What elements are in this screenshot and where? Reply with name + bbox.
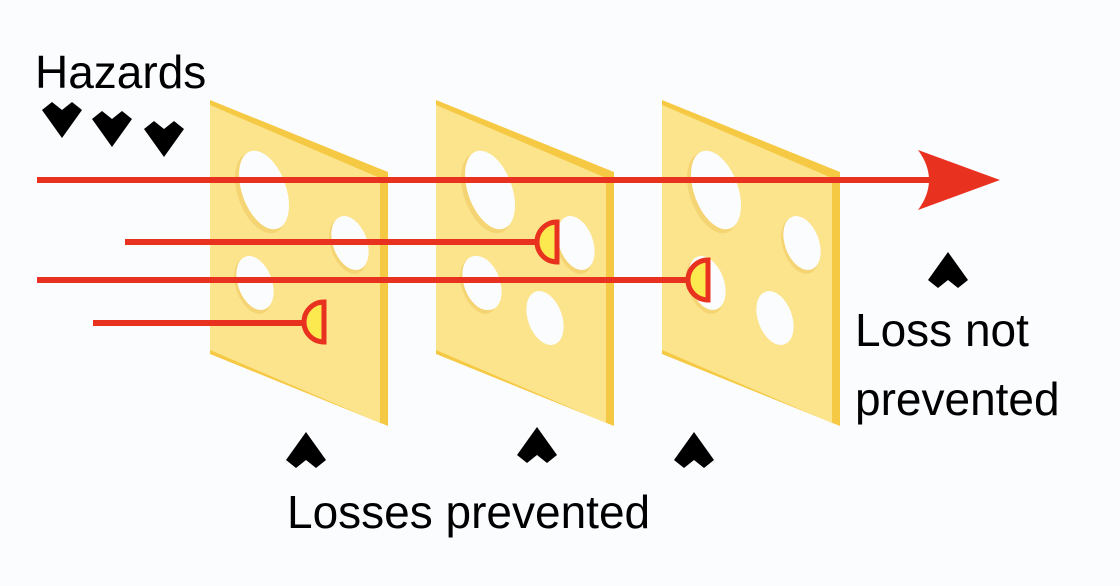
stopper-slice-3 [685, 257, 711, 303]
chevron-up-icon [928, 252, 968, 288]
stopper-slice-2 [534, 219, 560, 265]
chevron-up-icon [286, 432, 326, 468]
outcome-arrows [286, 252, 968, 468]
cheese-slice-3 [662, 100, 840, 426]
stoppers [301, 219, 711, 345]
hazard-arrows [42, 102, 184, 157]
arrowhead-icon [918, 150, 1000, 210]
loss-not-prevented-label-line1: Loss not [855, 304, 1029, 356]
chevron-down-icon [92, 111, 132, 147]
losses-prevented-label: Losses prevented [287, 486, 651, 538]
stopper-slice-1 [301, 299, 327, 345]
chevron-up-icon [674, 432, 714, 468]
hazard-lines [37, 177, 960, 326]
chevron-down-icon [144, 121, 184, 157]
hazards-label: Hazards [35, 46, 207, 98]
cheese-slice-2 [436, 100, 614, 426]
loss-not-prevented-label-line2: prevented [855, 373, 1060, 425]
cheese-slice-1 [210, 100, 388, 426]
chevron-down-icon [42, 102, 82, 138]
chevron-up-icon [517, 427, 557, 463]
